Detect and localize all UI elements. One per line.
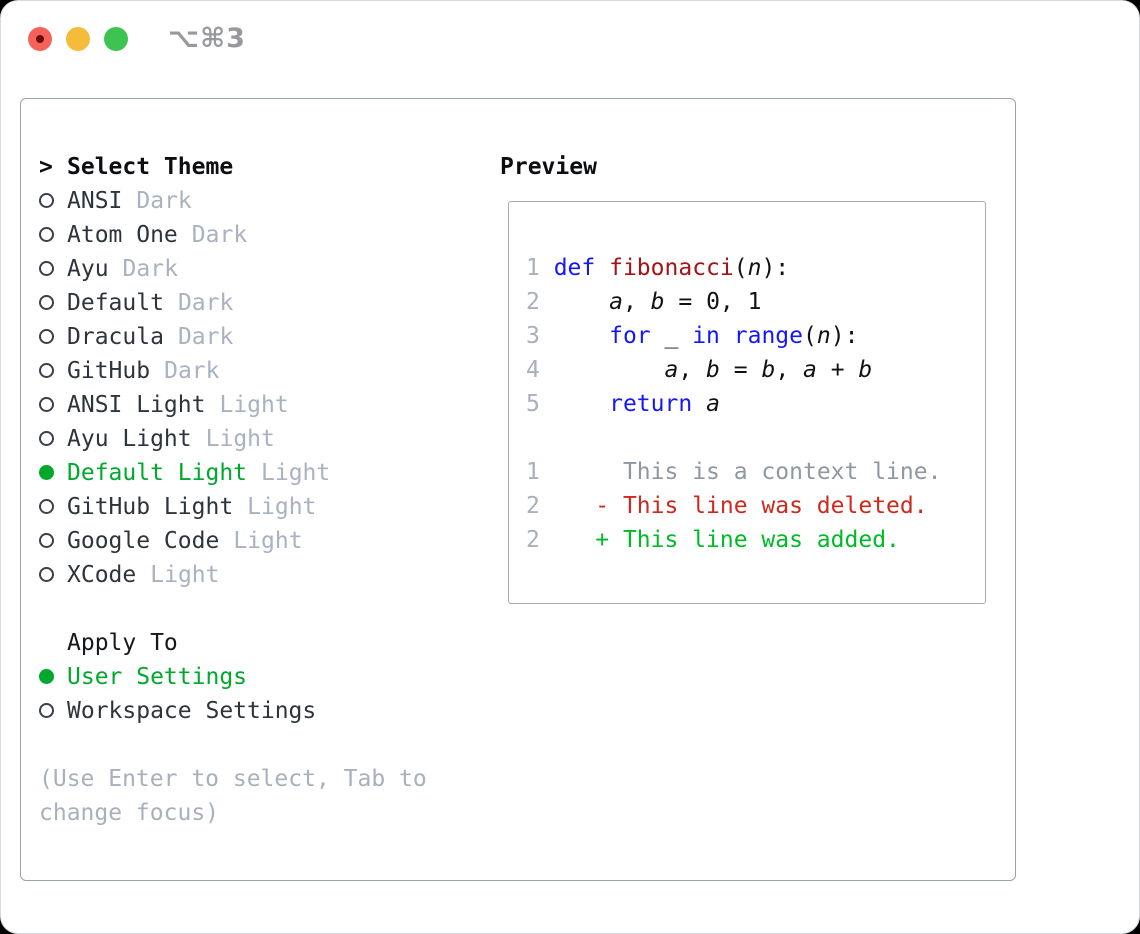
- help-text-line-1: (Use Enter to select, Tab to: [39, 766, 427, 792]
- theme-name: Atom One: [67, 222, 178, 248]
- zoom-button[interactable]: [104, 27, 128, 51]
- preview-code-line: 1 def fibonacci(n):: [526, 255, 790, 281]
- theme-list: > Select Theme ANSI Dark Atom One Dark A…: [39, 150, 427, 830]
- theme-variant-tag: Light: [233, 528, 303, 554]
- theme-variant-tag: Dark: [177, 290, 234, 316]
- radio-icon: [39, 227, 54, 242]
- theme-list-header: > Select Theme: [39, 150, 427, 184]
- theme-name: Default: [67, 290, 164, 316]
- theme-item-default-dark[interactable]: Default Dark: [39, 286, 427, 320]
- traffic-lights: [28, 27, 128, 51]
- apply-option-label: User Settings: [67, 664, 248, 690]
- theme-variant-tag: Dark: [191, 222, 248, 248]
- unsaved-dot-icon: [36, 35, 44, 43]
- apply-to-title: Apply To: [67, 630, 178, 656]
- theme-variant-tag: Dark: [136, 188, 192, 214]
- preview-code-line: 3 for _ in range(n):: [526, 323, 859, 349]
- theme-name: XCode: [67, 562, 137, 588]
- radio-icon: [39, 363, 54, 378]
- preview-title: Preview: [500, 154, 597, 180]
- preview-code-line: 2 a, b = 0, 1: [526, 289, 762, 315]
- theme-picker-panel: > Select Theme ANSI Dark Atom One Dark A…: [20, 98, 1016, 881]
- theme-name: Default Light: [67, 460, 248, 486]
- theme-variant-tag: Dark: [164, 358, 220, 384]
- theme-variant-tag: Dark: [177, 324, 234, 350]
- theme-item-ayu-dark[interactable]: Ayu Dark: [39, 252, 427, 286]
- preview-code-line: 5 return a: [526, 391, 720, 417]
- theme-item-ansi-dark[interactable]: ANSI Dark: [39, 184, 427, 218]
- theme-list-title: Select Theme: [67, 154, 234, 180]
- preview-column: Preview 1 def fibonacci(n): 2 a, b = 0, …: [500, 150, 986, 604]
- theme-name: Ayu: [67, 256, 109, 282]
- theme-item-github-light[interactable]: GitHub Light Light: [39, 490, 427, 524]
- apply-option-workspace-settings[interactable]: Workspace Settings: [39, 694, 427, 728]
- theme-item-ayu-light[interactable]: Ayu Light Light: [39, 422, 427, 456]
- apply-option-label: Workspace Settings: [67, 698, 317, 724]
- radio-icon: [39, 431, 54, 446]
- preview-diff-deleted-line: 2 - This line was deleted.: [526, 493, 928, 519]
- preview-diff-added-line: 2 + This line was added.: [526, 527, 900, 553]
- theme-item-github-dark[interactable]: GitHub Dark: [39, 354, 427, 388]
- theme-name: Dracula: [67, 324, 164, 350]
- radio-icon: [39, 397, 54, 412]
- theme-variant-tag: Light: [205, 426, 275, 452]
- radio-icon: [39, 261, 54, 276]
- preview-code-line: 4 a, b = b, a + b: [526, 357, 873, 383]
- help-text-line-2: change focus): [39, 800, 220, 826]
- theme-item-google-code-light[interactable]: Google Code Light: [39, 524, 427, 558]
- theme-variant-tag: Light: [219, 392, 289, 418]
- preview-pane: 1 def fibonacci(n): 2 a, b = 0, 1 3 for …: [508, 201, 986, 604]
- apply-to-header: Apply To: [39, 626, 427, 660]
- theme-name: ANSI: [67, 188, 123, 214]
- titlebar: ⌥⌘3: [1, 1, 1139, 98]
- theme-item-dracula-dark[interactable]: Dracula Dark: [39, 320, 427, 354]
- theme-variant-tag: Dark: [122, 256, 178, 282]
- preview-blank-line: [526, 421, 985, 455]
- radio-icon: [39, 567, 54, 582]
- cursor-prompt-icon: >: [39, 154, 53, 180]
- theme-variant-tag: Light: [261, 460, 331, 486]
- section-gap: [39, 592, 427, 626]
- theme-name: GitHub: [67, 358, 151, 384]
- radio-icon: [39, 295, 54, 310]
- theme-name: Ayu Light: [67, 426, 192, 452]
- theme-item-xcode-light[interactable]: XCode Light: [39, 558, 427, 592]
- radio-icon: [39, 465, 54, 480]
- apply-option-user-settings[interactable]: User Settings: [39, 660, 427, 694]
- radio-icon: [39, 703, 54, 718]
- section-gap: [39, 728, 427, 762]
- theme-item-default-light[interactable]: Default Light Light: [39, 456, 427, 490]
- preview-diff-context-line: 1 This is a context line.: [526, 459, 942, 485]
- preview-header: Preview: [500, 150, 986, 184]
- window-title: ⌥⌘3: [168, 23, 246, 54]
- theme-name: Google Code: [67, 528, 220, 554]
- radio-icon: [39, 533, 54, 548]
- close-button[interactable]: [28, 27, 52, 51]
- theme-name: ANSI Light: [67, 392, 206, 418]
- radio-icon: [39, 193, 54, 208]
- theme-variant-tag: Light: [150, 562, 220, 588]
- theme-variant-tag: Light: [247, 494, 317, 520]
- radio-icon: [39, 669, 54, 684]
- theme-item-ansi-light[interactable]: ANSI Light Light: [39, 388, 427, 422]
- theme-name: GitHub Light: [67, 494, 234, 520]
- radio-icon: [39, 329, 54, 344]
- radio-icon: [39, 499, 54, 514]
- minimize-button[interactable]: [66, 27, 90, 51]
- theme-item-atom-one-dark[interactable]: Atom One Dark: [39, 218, 427, 252]
